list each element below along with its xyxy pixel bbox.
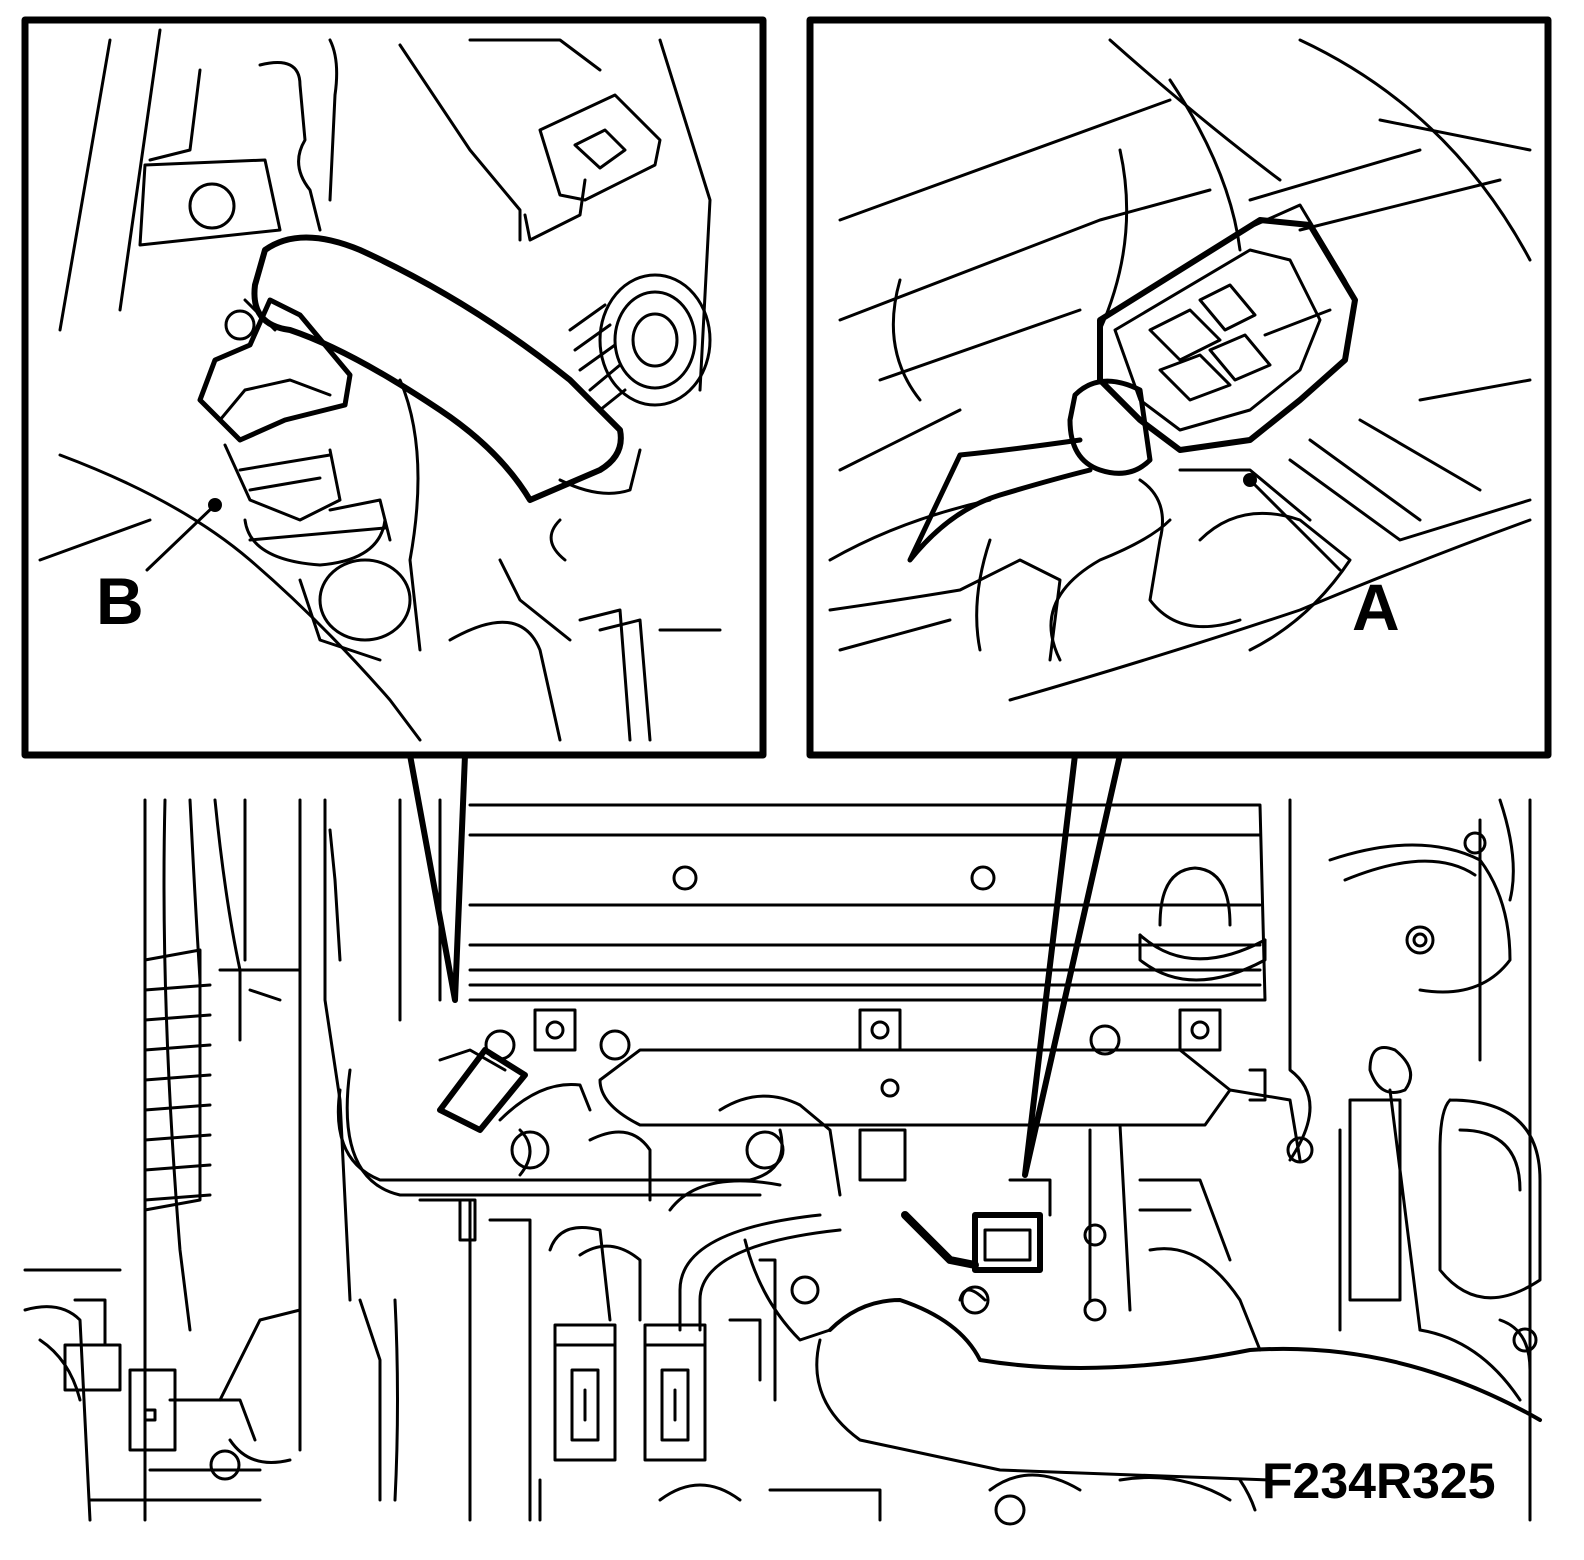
engine-overview [23,798,1542,1526]
callout-b-label: B [96,564,144,638]
inset-a: A [806,16,1552,759]
inset-a-frame [806,16,1552,759]
inset-b: B [21,16,767,759]
callout-a-dot [1243,473,1257,487]
inset-b-frame [21,16,767,759]
callout-a-leader [1248,478,1342,572]
inset-a-artwork [828,38,1532,702]
callout-b-dot [208,498,222,512]
inset-b-artwork [38,28,722,742]
inset-pointers [407,752,1123,1178]
inset-b-pointer [407,752,468,1003]
callout-b-leader [145,503,217,572]
figure-code: F234R325 [1262,1453,1496,1509]
inset-a-pointer [1022,752,1123,1178]
callout-a-label: A [1352,570,1400,644]
